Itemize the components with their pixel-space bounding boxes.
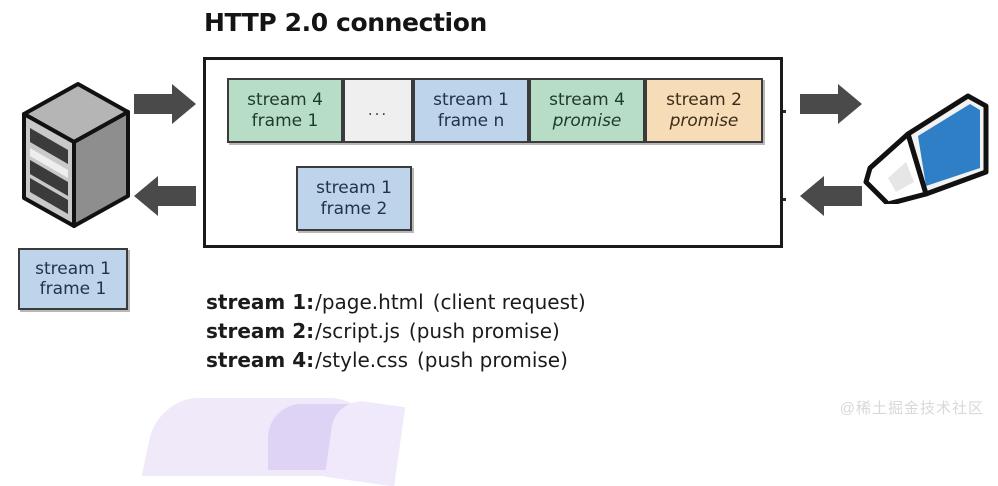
arrow-right-inbound-icon bbox=[800, 82, 862, 126]
frame-line2: frame 2 bbox=[320, 198, 388, 219]
frame-stream1-framen[interactable]: stream 1 frame n bbox=[413, 78, 529, 143]
frame-stream2-promise[interactable]: stream 2 promise bbox=[645, 78, 763, 143]
legend-row-stream2: stream 2:/script.js (push promise) bbox=[206, 317, 586, 346]
site-watermark: @稀土掘金技术社区 bbox=[839, 400, 984, 417]
legend-path: /style.css bbox=[315, 348, 408, 372]
legend-note: (client request) bbox=[432, 290, 586, 314]
stream-legend: stream 1:/page.html (client request) stre… bbox=[206, 288, 586, 375]
frame-line2: promise bbox=[552, 110, 622, 131]
arrow-left-inbound-icon bbox=[134, 174, 196, 218]
background-blob-1 bbox=[141, 398, 389, 476]
frame-stream1-frame2[interactable]: stream 1 frame 2 bbox=[296, 166, 412, 231]
legend-label: stream 2: bbox=[206, 319, 315, 343]
background-blob-3 bbox=[324, 397, 406, 486]
frame-line1: stream 4 bbox=[549, 90, 625, 111]
frame-ellipsis: ... bbox=[343, 78, 413, 143]
legend-note: (push promise) bbox=[417, 348, 568, 372]
frame-stream4-frame1[interactable]: stream 4 frame 1 bbox=[227, 78, 343, 143]
legend-row-stream1: stream 1:/page.html (client request) bbox=[206, 288, 586, 317]
frame-line2: frame 1 bbox=[39, 279, 107, 299]
background-blob-2 bbox=[268, 404, 388, 470]
frame-line2: ... bbox=[367, 100, 389, 119]
legend-path: /page.html bbox=[315, 290, 424, 314]
arrow-right-outbound-icon bbox=[800, 174, 862, 218]
diagram-title: HTTP 2.0 connection bbox=[204, 8, 487, 37]
frame-line1: stream 1 bbox=[433, 90, 509, 111]
legend-label: stream 4: bbox=[206, 348, 315, 372]
legend-label: stream 1: bbox=[206, 290, 315, 314]
legend-path: /script.js bbox=[315, 319, 400, 343]
frame-line2: frame 1 bbox=[251, 110, 319, 131]
frame-line1: stream 2 bbox=[666, 90, 742, 111]
laptop-icon bbox=[862, 82, 992, 207]
frame-standalone-stream1-frame1[interactable]: stream 1 frame 1 bbox=[18, 248, 128, 310]
frame-line1: stream 1 bbox=[35, 258, 111, 279]
frame-stream4-promise[interactable]: stream 4 promise bbox=[529, 78, 645, 143]
frame-line1: stream 4 bbox=[247, 90, 323, 111]
legend-note: (push promise) bbox=[408, 319, 560, 343]
frame-line1: stream 1 bbox=[316, 178, 392, 199]
server-icon bbox=[18, 78, 134, 230]
frame-line2: frame n bbox=[437, 110, 505, 131]
arrow-left-outbound-icon bbox=[134, 82, 196, 126]
frame-line2: promise bbox=[669, 110, 739, 131]
legend-row-stream4: stream 4:/style.css (push promise) bbox=[206, 346, 586, 375]
